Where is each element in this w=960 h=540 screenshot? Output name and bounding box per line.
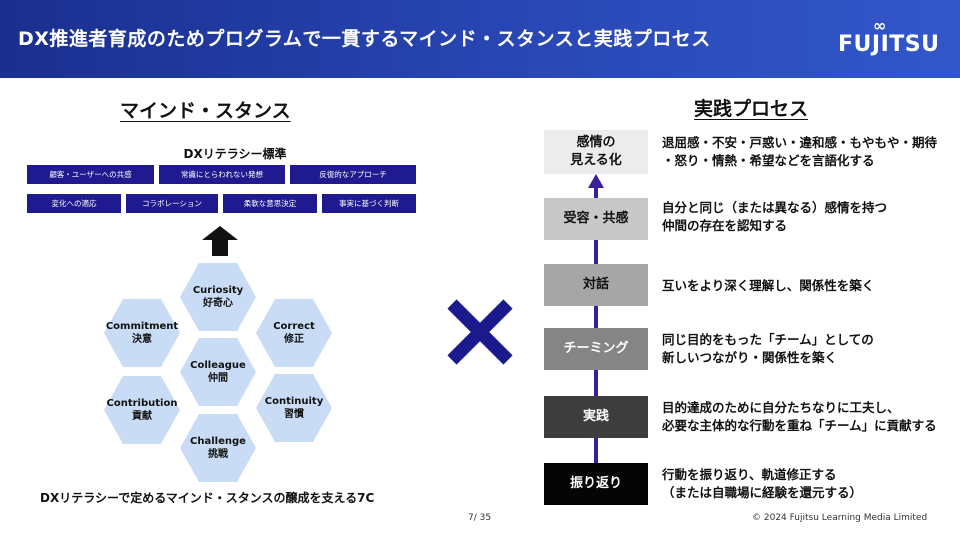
step-desc-practice: 目的達成のために自分たちなりに工夫し、 必要な主体的な行動を重ね「チーム」に貢献… <box>662 399 937 435</box>
hex-label-ja: 仲間 <box>208 373 228 384</box>
step-desc-teaming: 同じ目的をもった「チーム」としての 新しいつながり・関係性を築く <box>662 331 874 367</box>
infinity-mark-icon: ∞ <box>873 16 887 35</box>
up-arrow-icon <box>202 226 238 256</box>
hex-label-ja: 好奇心 <box>203 298 233 309</box>
hex-curiosity: Curiosity 好奇心 <box>179 262 257 332</box>
fujitsu-logo: ∞ FUJITSU <box>838 16 940 57</box>
process-flow-line <box>594 180 598 465</box>
hex-label-en: Correct <box>273 321 315 332</box>
step-desc-line: 自分と同じ（または異なる）感情を持つ <box>662 200 888 215</box>
hex-contribution: Contribution 貢献 <box>103 375 181 445</box>
dx-literacy-standard-title: DXリテラシー標準 <box>183 147 287 161</box>
header-bar: DX推進者育成のためプログラムで一貫するマインド・スタンスと実践プロセス ∞ F… <box>0 0 960 78</box>
step-label: チーミング <box>563 341 629 356</box>
hex-label-ja: 修正 <box>284 334 304 345</box>
step-label: 実践 <box>582 409 609 424</box>
hex-continuity: Continuity 習慣 <box>255 373 333 443</box>
step-practice: 実践 <box>544 396 648 438</box>
process-arrow-head-icon <box>588 174 604 188</box>
step-reflection: 振り返り <box>544 463 648 505</box>
practice-process-title: 実践プロセス <box>694 98 809 120</box>
hex-label-ja: 貢献 <box>132 411 152 422</box>
hex-label-en: Curiosity <box>192 285 244 296</box>
hex-label-en: Continuity <box>264 396 324 407</box>
chip-adapt-to-change: 変化への適応 <box>27 194 121 213</box>
page-number: 7/ 35 <box>468 513 492 523</box>
hex-challenge: Challenge 挑戦 <box>179 413 257 483</box>
hex-label-en: Colleague <box>190 360 246 371</box>
step-desc-dialogue: 互いをより深く理解し、関係性を築く <box>662 277 874 295</box>
chip-flexible-decision: 柔軟な意思決定 <box>223 194 317 213</box>
step-teaming: チーミング <box>544 328 648 370</box>
step-label: 対話 <box>582 277 609 292</box>
step-label: 受容・共感 <box>563 211 629 226</box>
step-label: 感情の <box>576 135 616 150</box>
step-desc-line: 必要な主体的な行動を重ね「チーム」に貢献する <box>662 418 937 433</box>
copyright: © 2024 Fujitsu Learning Media Limited <box>752 513 928 523</box>
mind-stance-title: マインド・スタンス <box>120 100 291 122</box>
step-emotion-visualization: 感情の見える化 <box>544 130 648 174</box>
step-desc-acceptance-empathy: 自分と同じ（または異なる）感情を持つ 仲間の存在を認知する <box>662 199 887 235</box>
step-desc-line: 退屈感・不安・戸惑い・違和感・もやもや・期待 <box>662 135 938 150</box>
step-desc-line: 同じ目的をもった「チーム」としての <box>662 332 874 347</box>
step-dialogue: 対話 <box>544 264 648 306</box>
step-desc-line: ・怒り・情熱・希望などを言語化する <box>662 153 875 168</box>
hex-correct: Correct 修正 <box>255 298 333 368</box>
chip-iterative-approach: 反復的なアプローチ <box>290 165 416 184</box>
step-desc-line: 互いをより深く理解し、関係性を築く <box>662 278 875 293</box>
step-desc-line: （または自職場に経験を還元する） <box>662 485 863 500</box>
chip-fact-based-judgment: 事実に基づく判断 <box>322 194 416 213</box>
seven-c-caption: DXリテラシーで定めるマインド・スタンスの醸成を支える7C <box>40 491 375 505</box>
step-desc-line: 行動を振り返り、軌道修正する <box>662 467 837 482</box>
slide-title: DX推進者育成のためプログラムで一貫するマインド・スタンスと実践プロセス <box>18 28 711 50</box>
step-desc-line: 新しいつながり・関係性を築く <box>662 350 838 365</box>
hex-label-ja: 習慣 <box>284 409 304 420</box>
chip-customer-empathy: 顧客・ユーザーへの共感 <box>27 165 154 184</box>
chip-collaboration: コラボレーション <box>126 194 218 213</box>
step-desc-emotion-visualization: 退屈感・不安・戸惑い・違和感・もやもや・期待 ・怒り・情熱・希望などを言語化する <box>662 134 937 170</box>
step-desc-line: 目的達成のために自分たちなりに工夫し、 <box>662 400 900 415</box>
step-desc-line: 仲間の存在を認知する <box>662 218 788 233</box>
chip-unconventional-thinking: 常識にとらわれない発想 <box>159 165 285 184</box>
step-label: 見える化 <box>570 153 622 168</box>
hex-commitment: Commitment 決意 <box>103 298 181 368</box>
hex-label-en: Challenge <box>190 436 246 447</box>
hex-label-en: Contribution <box>106 398 178 409</box>
hex-label-ja: 挑戦 <box>208 449 228 460</box>
cross-multiply-icon <box>447 299 513 365</box>
hex-colleague: Colleague 仲間 <box>179 337 257 407</box>
hex-label-ja: 決意 <box>132 334 152 345</box>
step-label: 振り返り <box>569 476 622 491</box>
step-desc-reflection: 行動を振り返り、軌道修正する （または自職場に経験を還元する） <box>662 466 862 502</box>
hex-label-en: Commitment <box>105 321 179 332</box>
step-acceptance-empathy: 受容・共感 <box>544 198 648 240</box>
